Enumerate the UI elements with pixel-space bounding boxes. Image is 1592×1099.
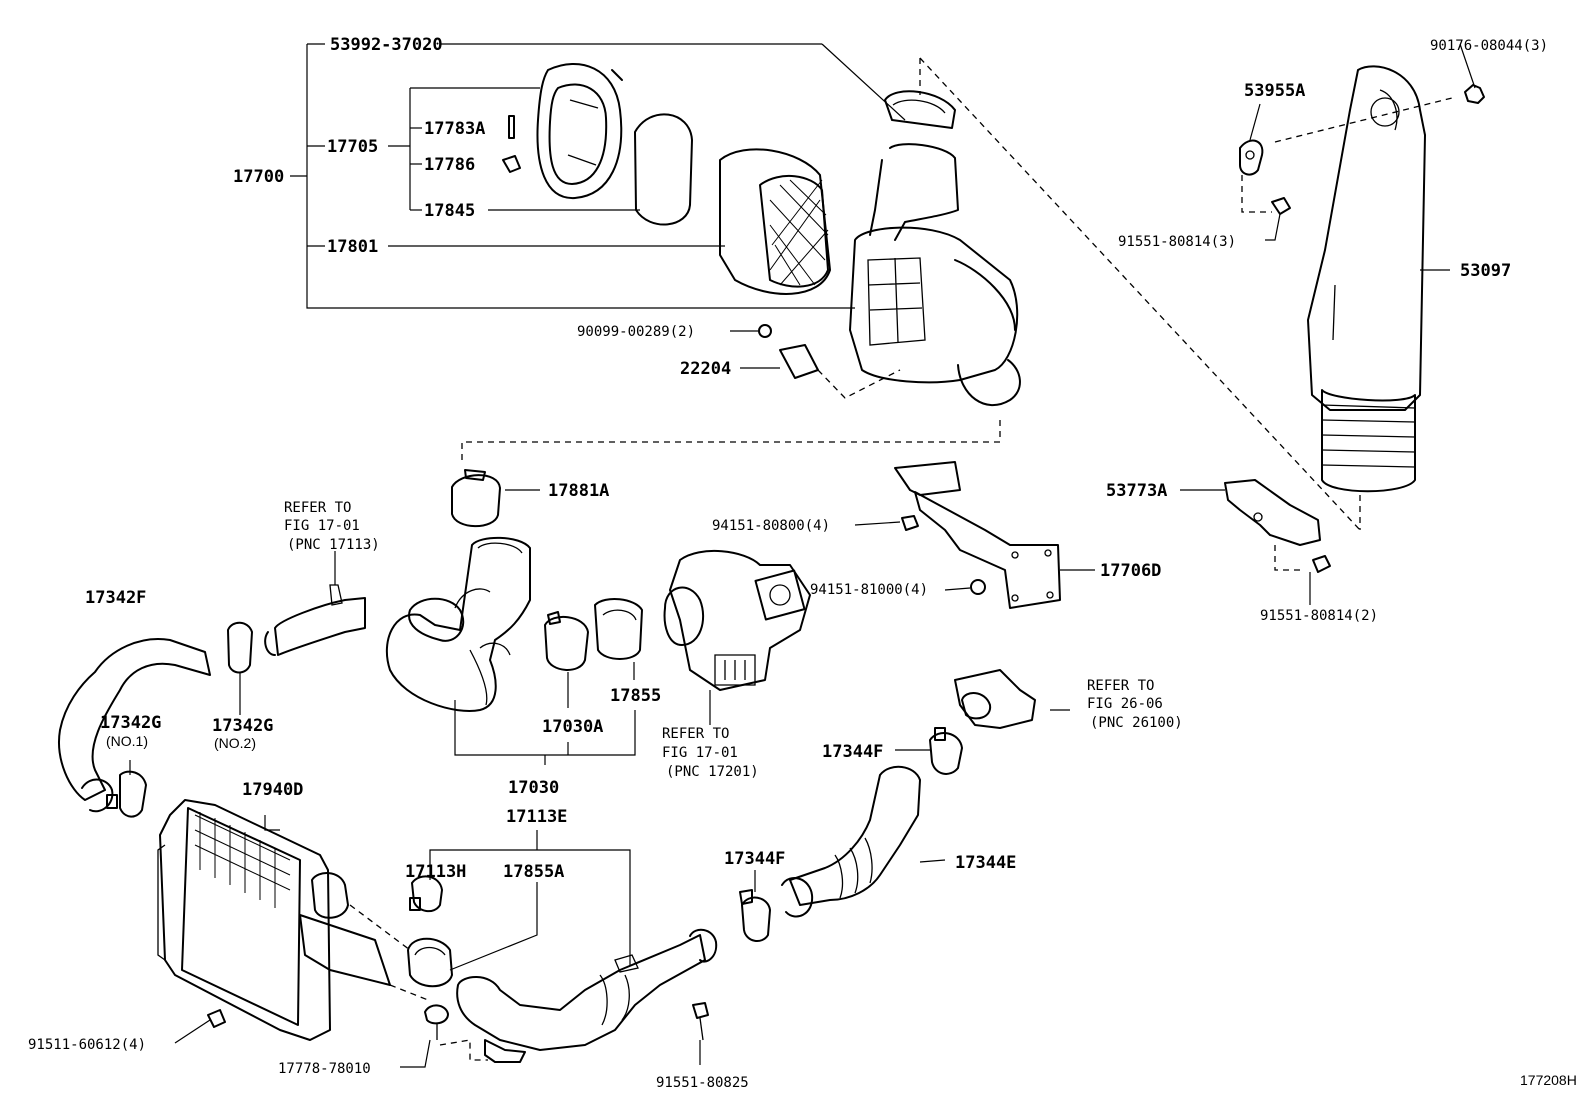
callout-17706d: 17706D (1100, 561, 1161, 581)
ref-17201-line1: REFER TO (662, 726, 729, 742)
callout-17801: 17801 (327, 237, 378, 257)
callout-90099-00289: 90099-00289(2) (577, 324, 695, 340)
callout-94151-81000: 94151-81000(4) (810, 582, 928, 598)
guide-dash-10 (389, 984, 429, 1001)
callout-90176-08044: 90176-08044(3) (1430, 38, 1548, 54)
air-cleaner-group-bracket (290, 43, 906, 309)
clamp-17783a (508, 115, 515, 139)
ref-17113-line3: (PNC 17113) (287, 537, 380, 553)
guide-dash-5 (461, 420, 1001, 465)
callout-17845: 17845 (424, 201, 475, 221)
callout-17855a: 17855A (503, 862, 564, 882)
ref-26100-line2: FIG 26-06 (1087, 696, 1163, 712)
callout-91551-80814-3: 91551-80814(3) (1118, 234, 1236, 250)
callout-53097: 53097 (1460, 261, 1511, 281)
callout-17344e: 17344E (955, 853, 1016, 873)
callout-53773a: 53773A (1106, 481, 1167, 501)
callout-17113e: 17113E (506, 807, 567, 827)
bolt-91511-60612 (207, 1009, 226, 1028)
clamp-17344f-top (929, 727, 963, 775)
hose-17855a (407, 937, 453, 988)
callout-17700: 17700 (233, 167, 284, 187)
air-filter-element (719, 148, 831, 295)
bracket-53773a (1224, 479, 1321, 546)
callout-91551-80825: 91551-80825 (656, 1075, 749, 1091)
callout-17342g-no1: 17342G (100, 713, 161, 733)
callout-94151-80800: 94151-80800(4) (712, 518, 830, 534)
clamp-17030a (544, 611, 589, 671)
air-cleaner-case (849, 143, 1021, 406)
intercooler-17940d (157, 799, 391, 1041)
callout-17344f-top: 17344F (822, 742, 883, 762)
clamp-17113h (409, 875, 443, 913)
ref-26100-line1: REFER TO (1087, 678, 1154, 694)
callout-17342g-no1-sub: (NO.1) (106, 733, 148, 749)
clamp-17342g-no2 (227, 621, 253, 674)
callout-17342f: 17342F (85, 588, 146, 608)
bolt-91551-80825 (692, 1002, 709, 1041)
bracket-53955a (1239, 139, 1264, 176)
callout-17881a: 17881A (548, 481, 609, 501)
ref-26100-line3: (PNC 26100) (1090, 715, 1183, 731)
callout-17030: 17030 (508, 778, 559, 798)
guide-dash-8 (1274, 545, 1305, 571)
air-cleaner-intake-duct-top (884, 90, 956, 129)
pipe-17113e (456, 928, 718, 1063)
callout-17342g-no2: 17342G (212, 716, 273, 736)
guide-dash-4 (817, 369, 901, 399)
callout-53992-37020: 53992-37020 (330, 35, 443, 55)
bolt-91551-80814-2 (1312, 555, 1331, 573)
callout-17855: 17855 (610, 686, 661, 706)
clip-90176 (1464, 84, 1485, 104)
callout-17778-78010: 17778-78010 (278, 1061, 371, 1077)
guide-dash-6 (1274, 97, 1453, 143)
hose-17344e (781, 765, 921, 918)
callout-91511-60612: 91511-60612(4) (28, 1037, 146, 1053)
bolt-17778-78010 (424, 1004, 449, 1040)
hose-17855 (594, 598, 643, 660)
clamp-17344f-bottom (739, 889, 771, 942)
callout-17786: 17786 (424, 155, 475, 175)
ref-17113-line1: REFER TO (284, 500, 351, 516)
callout-17705: 17705 (327, 137, 378, 157)
bracket-17706d (894, 461, 1061, 609)
callout-17342g-no2-sub: (NO.2) (214, 735, 256, 751)
air-cleaner-cap (536, 62, 623, 200)
connector-26100 (954, 669, 1036, 729)
callout-53955a: 53955A (1244, 81, 1305, 101)
gasket-17845 (634, 113, 693, 226)
ref-17113-line2: FIG 17-01 (284, 518, 360, 534)
nut-94151-80800 (901, 515, 919, 531)
figure-id: 177208H (1520, 1072, 1577, 1088)
callout-17344f-bottom: 17344F (724, 849, 785, 869)
callout-17030a: 17030A (542, 717, 603, 737)
pipe-stub-17113 (264, 584, 366, 656)
guide-dash-2 (919, 57, 1361, 531)
guide-dash-9 (349, 904, 411, 951)
air-flow-meter (758, 324, 819, 379)
guide-dash-7 (1241, 175, 1272, 213)
guide-dash-11 (439, 1039, 488, 1061)
hose-clamp-17881a (451, 469, 501, 528)
clip-17786 (502, 155, 521, 173)
bolt-91551-80814-3 (1271, 197, 1291, 215)
ref-17201-line3: (PNC 17201) (666, 764, 759, 780)
intake-pipe-17030 (385, 536, 531, 712)
callout-91551-80814-2: 91551-80814(2) (1260, 608, 1378, 624)
nut-94151-81000 (970, 579, 986, 595)
callout-17113h: 17113H (405, 862, 466, 882)
turbocharger (663, 549, 811, 691)
callout-17940d: 17940D (242, 780, 303, 800)
callout-22204: 22204 (680, 359, 731, 379)
leader-lines (129, 43, 1476, 1068)
ref-17201-line2: FIG 17-01 (662, 745, 738, 761)
air-inlet-duct-53097 (1307, 65, 1426, 493)
hose-17342f (58, 638, 211, 813)
clamp-17342g-no1 (106, 770, 147, 818)
callout-17783a: 17783A (424, 119, 485, 139)
